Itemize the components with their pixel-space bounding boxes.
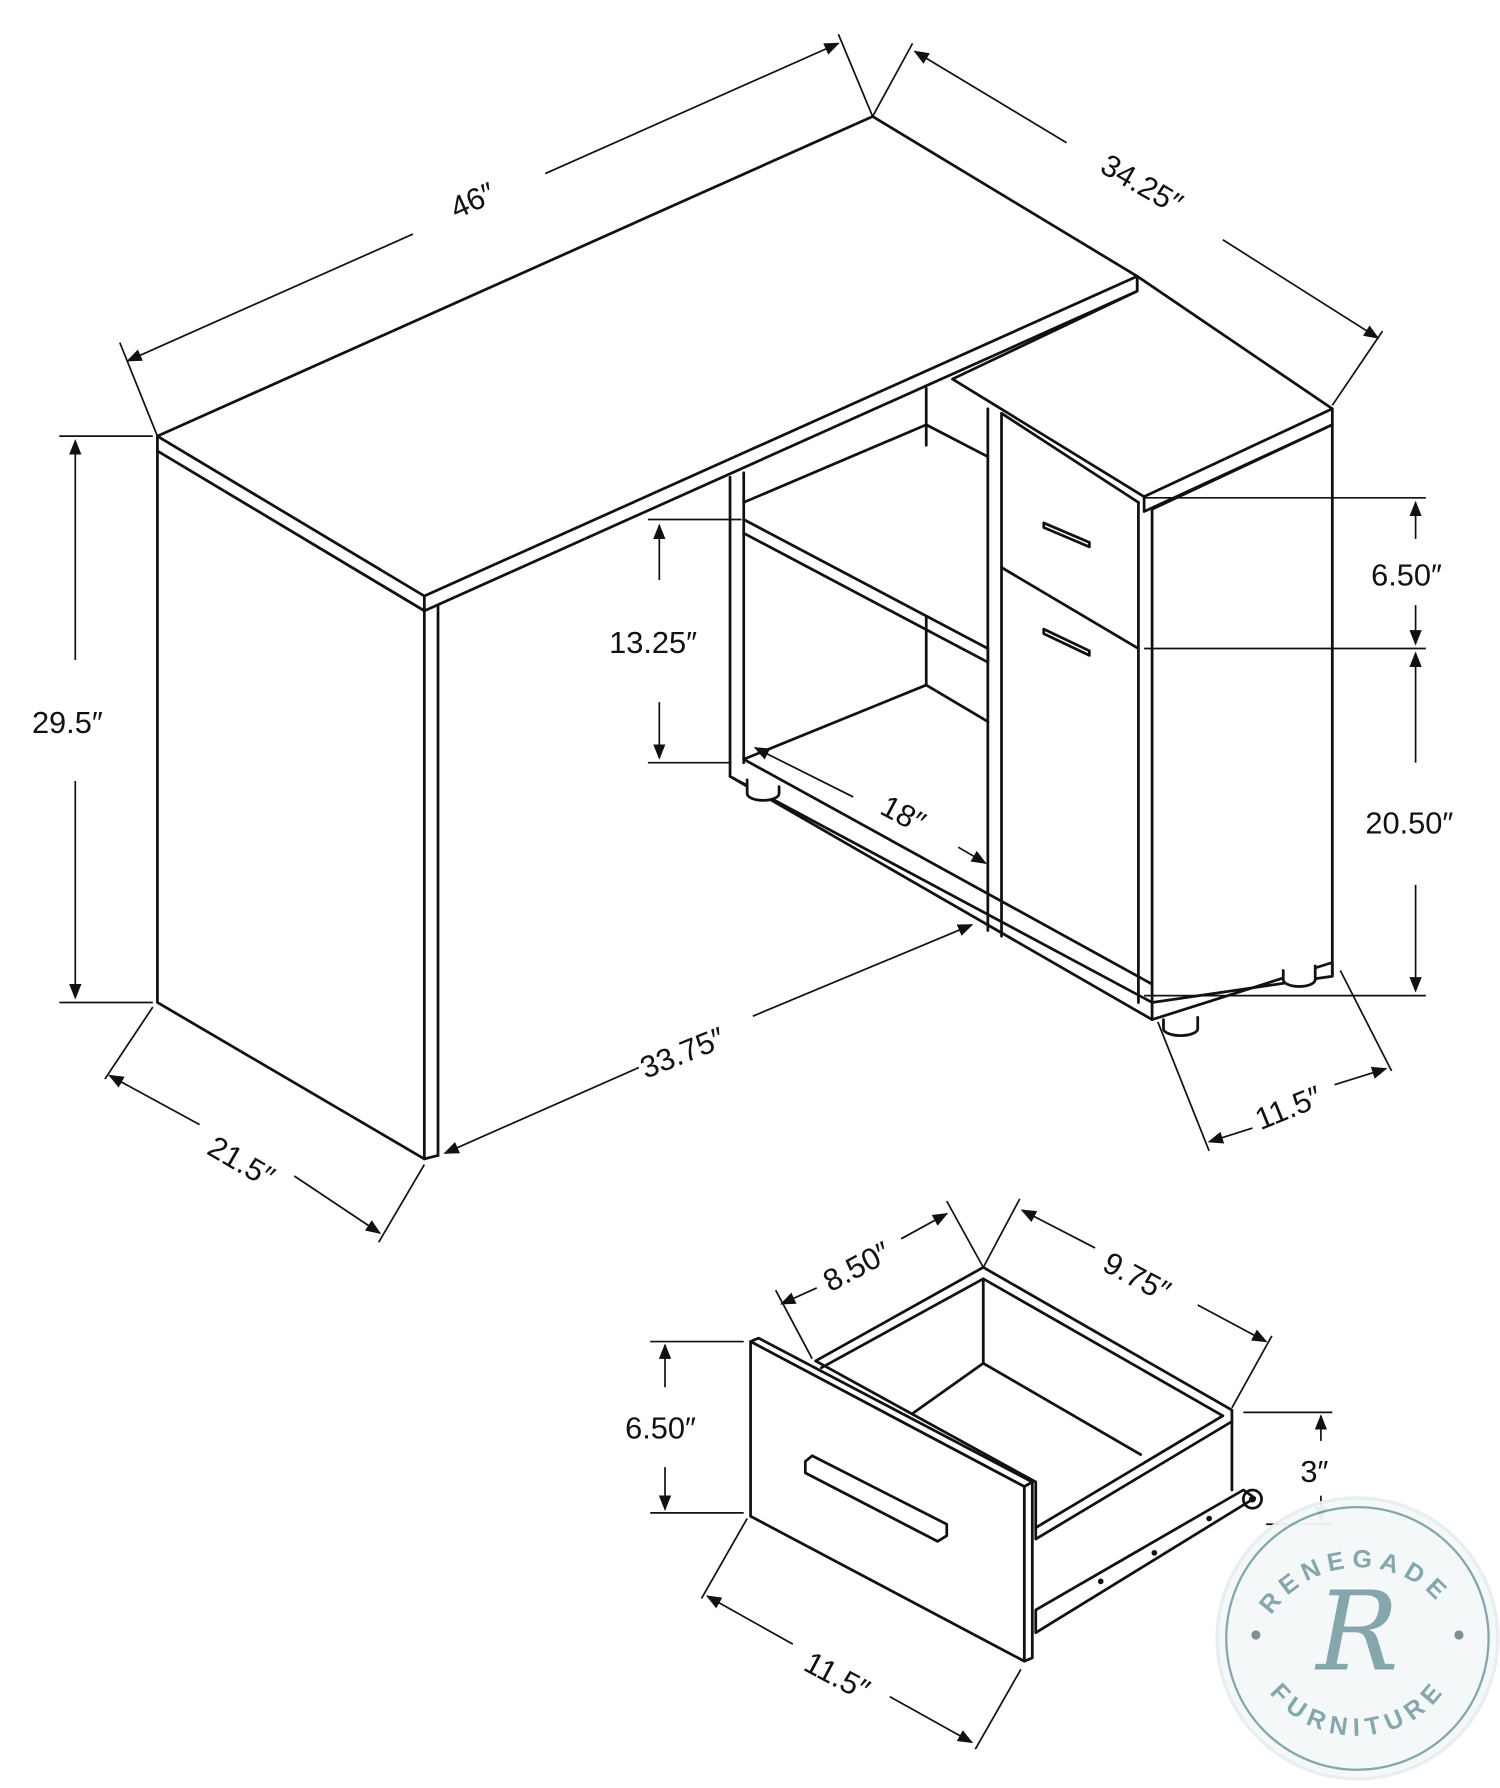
shelf-depth-label: 18″ (875, 788, 931, 840)
left-depth-label: 21.5″ (202, 1129, 281, 1195)
inner-length-label: 33.75″ (635, 1020, 730, 1085)
cabinet-door-height-label: 20.50″ (1365, 805, 1453, 840)
drawer-front-height-label: 6.50″ (625, 1411, 696, 1446)
cabinet-drawer-height-label: 6.50″ (1371, 558, 1442, 593)
drawer-drawing (749, 1265, 1263, 1663)
width-label: 46″ (445, 175, 501, 225)
watermark-monogram: R (1314, 1567, 1398, 1695)
height-label: 29.5″ (32, 705, 103, 740)
shelf-height-label: 13.25″ (609, 625, 697, 660)
desk-dimension-lines (59, 33, 1426, 1243)
drawer-inner-height-label: 3″ (1300, 1454, 1328, 1489)
drawer-inner-width-label: 8.50″ (817, 1234, 896, 1298)
desk-drawing (156, 115, 1334, 1161)
drawer-front-width-label: 11.5″ (799, 1645, 876, 1708)
right-depth-label: 34.25″ (1095, 147, 1189, 221)
renegade-furniture-watermark: RENEGADE FURNITURE R (1215, 1496, 1500, 1781)
drawer-dimension-lines (650, 1198, 1333, 1750)
drawer-inner-depth-label: 9.75″ (1097, 1245, 1176, 1309)
cabinet-depth-label: 11.5″ (1250, 1079, 1327, 1137)
